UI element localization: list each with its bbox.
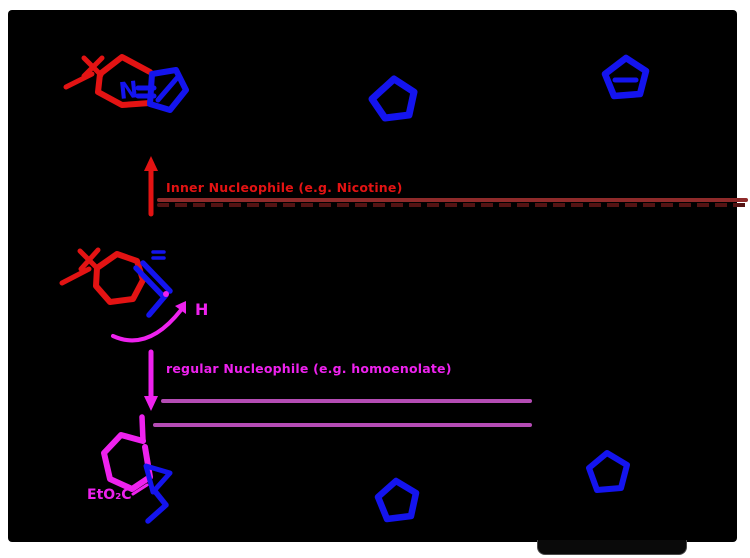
ester-group-label: EtO₂C [87,487,132,503]
proton-label: H [195,300,209,319]
arrow-head [144,156,158,171]
blue-chain-stroke [146,292,169,318]
blue-zigzag-tail [145,487,169,524]
label-connector [131,483,149,496]
methyl-branch-strokes [63,55,105,90]
magenta-stick [139,414,146,444]
curved-shaft [111,308,183,343]
electron-dot [163,291,169,297]
pentagon-stroke [368,75,418,122]
pentagon-ring-top-middle-icon [368,75,418,122]
red-annotation-text: Inner Nucleophile (e.g. Nicotine) [166,180,403,195]
molecule-top-left-sketch [63,54,189,113]
magenta-curved-arrow [111,291,186,343]
magenta-down-arrow [144,349,158,411]
pentagon-stroke [601,54,650,100]
magenta-ring-stroke [101,432,153,492]
pentagon-anion-top-right-icon [601,54,650,100]
arrow-head [144,396,158,411]
red-ring-stroke [93,251,146,305]
cyclopropane-triangle [143,463,173,495]
nitrogen-atom-label: N [117,77,140,105]
pentagon-inner-line [155,75,180,103]
blue-pentagon-stroke [147,67,189,113]
pentagon-stroke [586,450,630,493]
magenta-reaction-line-upper [161,399,532,403]
bottom-dock-tab[interactable] [537,540,687,555]
red-reaction-line-dashes [157,203,748,207]
red-reaction-line [157,198,748,202]
arrow-head [175,301,186,314]
molecule-middle-left-sketch [59,247,173,318]
methyl-branch-strokes [59,247,101,286]
magenta-reaction-line-lower [153,423,532,427]
pentagon-stroke [374,477,420,523]
blue-double-bond [133,260,173,299]
red-ring-stroke [95,54,153,108]
pentagon-ring-bottom-right-icon [586,450,630,493]
red-up-arrow [144,156,158,217]
magenta-annotation-text: regular Nucleophile (e.g. homoenolate) [166,361,452,376]
pentagon-ring-bottom-middle-icon [374,477,420,523]
small-double-dash [151,250,166,260]
molecule-bottom-left-sketch [101,414,173,524]
